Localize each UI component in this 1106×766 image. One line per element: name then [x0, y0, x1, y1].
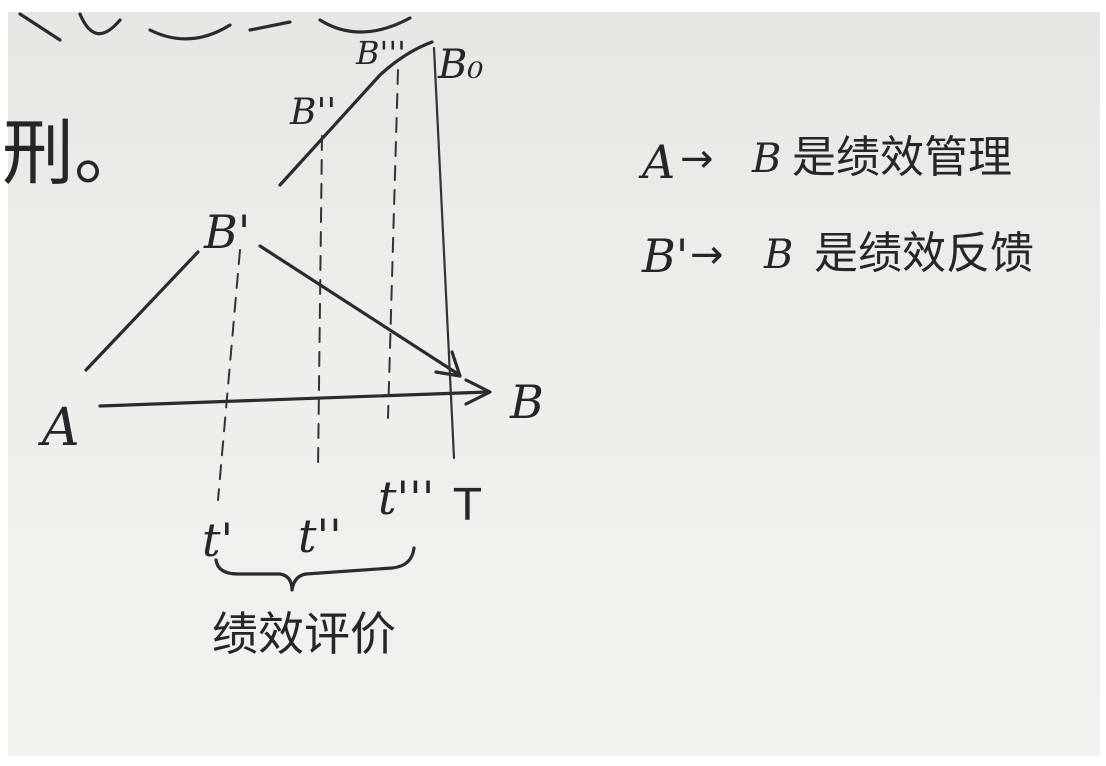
- brace-label: 绩效评价: [212, 607, 396, 661]
- tick-t2: t'': [298, 509, 342, 563]
- label-b: B: [509, 375, 544, 429]
- guide-line-t3: [387, 69, 399, 419]
- label-b-triple-prime: B''': [355, 34, 406, 72]
- note-1: A → B 是绩效管理: [638, 132, 1012, 189]
- tick-t1: t': [202, 513, 233, 567]
- label-b-prime: B': [203, 205, 250, 259]
- note-1-text: 是绩效管理: [792, 132, 1012, 183]
- feedback-arrowhead: [434, 350, 462, 378]
- curve-b-prime-to-b-zero: [278, 40, 434, 187]
- note-1-to: B: [751, 136, 781, 182]
- guide-line-t1: [217, 249, 241, 501]
- photo-border-left: [0, 0, 8, 766]
- note-2-from: B': [641, 229, 688, 283]
- label-a: A: [38, 398, 80, 458]
- top-fragment-text: 刑。: [2, 111, 146, 195]
- tick-t3: t''': [378, 471, 434, 525]
- note-2-arrow: →: [690, 232, 724, 278]
- guide-line-t2: [317, 135, 323, 471]
- note-2: B' → B 是绩效反馈: [641, 228, 1034, 283]
- photo-border-bottom: [0, 756, 1106, 766]
- feedback-arrow-line: [258, 244, 460, 376]
- photo-border-top: [0, 0, 1106, 12]
- axis-arrowhead: [464, 378, 492, 406]
- label-b-zero: B₀: [437, 42, 483, 88]
- axis-a-to-b: [98, 390, 490, 408]
- curve-a-to-b-prime: [84, 250, 200, 372]
- note-1-arrow: →: [680, 136, 714, 182]
- note-2-to: B: [763, 232, 793, 278]
- photo-border-right: [1100, 0, 1106, 766]
- label-b-double-prime: B'': [289, 92, 336, 133]
- evaluation-brace: [214, 546, 416, 592]
- cropped-handwriting-top: [18, 12, 412, 42]
- note-2-text: 是绩效反馈: [814, 228, 1034, 279]
- guide-line-t-final: [432, 46, 456, 460]
- note-1-from: A: [638, 135, 675, 189]
- tick-t-final: T: [453, 480, 481, 531]
